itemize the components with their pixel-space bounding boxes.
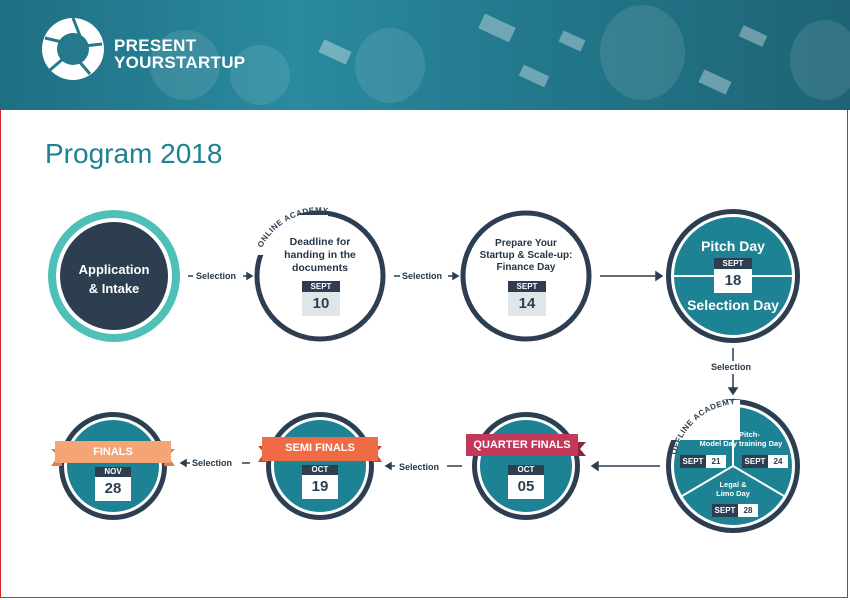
deadline-line2: handing in the: [284, 249, 356, 261]
legal-line1: Legal &: [719, 480, 747, 489]
arrow-label-selection-4: Selection: [399, 462, 440, 472]
arrow-label-selection-1: Selection: [196, 271, 237, 281]
application-circle: [60, 222, 168, 330]
prepare-line1: Prepare Your: [495, 238, 557, 249]
business-model-label: Business Model Day: [697, 430, 737, 448]
semi-ribbon: [262, 437, 378, 461]
selection-day-label: Selection Day: [687, 297, 779, 313]
semi-day: 19: [302, 475, 338, 499]
prepare-month: SEPT: [508, 281, 546, 292]
prepare-circle: [460, 210, 592, 342]
finals-month: NOV: [95, 467, 131, 477]
business-line1: Business: [703, 430, 737, 439]
pitch-training-line2: training Day: [739, 439, 783, 448]
pitch-training-month: SEPT: [742, 455, 768, 468]
deadline-line3: documents: [291, 262, 348, 274]
finals-label: FINALS: [93, 446, 133, 458]
legal-line2: Limo Day: [716, 489, 750, 498]
camera-shutter-icon: [42, 17, 104, 80]
pitch-training-line1: Pitch-: [739, 430, 760, 439]
quarter-month: OCT: [508, 465, 544, 475]
prepare-label: Prepare Your Startup & Scale-up: Finance…: [466, 238, 586, 274]
prepare-day: 14: [508, 292, 546, 316]
prepare-line3: Finance Day: [496, 262, 556, 273]
quarter-ribbon: [466, 434, 578, 456]
pitch-month: SEPT: [714, 258, 752, 269]
deadline-day: 10: [302, 292, 340, 316]
pitch-day: 18: [714, 269, 752, 293]
legal-day: 28: [738, 504, 758, 517]
deadline-line1: Deadline for: [289, 236, 351, 248]
legal-label: Legal & Limo Day: [708, 480, 758, 498]
arrow-label-selection-3: Selection: [711, 362, 752, 372]
finals-ribbon: [55, 441, 171, 463]
deadline-label: Deadline for handing in the documents: [270, 236, 370, 275]
business-month: SEPT: [680, 455, 706, 468]
prepare-line2: Startup & Scale-up:: [479, 250, 573, 261]
logo-line1: PRESENT: [114, 36, 197, 55]
legal-month: SEPT: [712, 504, 738, 517]
semi-month: OCT: [302, 465, 338, 475]
quarter-finals-label: QUARTER FINALS: [473, 439, 571, 451]
application-label: Application & Intake: [64, 260, 164, 298]
brand-logo-text: PRESENT YOURSTARTUP: [114, 37, 245, 71]
semi-finals-label: SEMI FINALS: [285, 442, 355, 454]
pitch-training-day: 24: [768, 455, 788, 468]
business-day: 21: [706, 455, 726, 468]
pitch-day-label: Pitch Day: [701, 238, 765, 254]
page-title: Program 2018: [45, 138, 223, 169]
finals-day: 28: [95, 477, 131, 501]
application-label-line2: & Intake: [88, 281, 140, 296]
business-line2: Model Day: [699, 439, 737, 448]
application-label-line1: Application: [78, 262, 150, 277]
arrow-label-selection-5: Selection: [192, 458, 233, 468]
pitch-training-label: Pitch- training Day: [739, 430, 791, 448]
arrow-label-selection-2: Selection: [402, 271, 443, 281]
header-banner: PRESENT YOURSTARTUP: [0, 0, 850, 110]
quarter-day: 05: [508, 475, 544, 499]
deadline-month: SEPT: [302, 281, 340, 292]
logo-line2: YOURSTARTUP: [114, 53, 246, 72]
